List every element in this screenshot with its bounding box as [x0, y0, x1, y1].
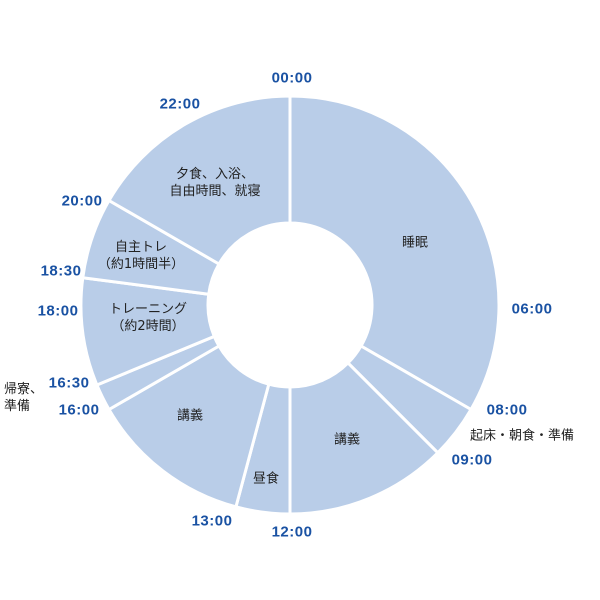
- tick-label: 13:00: [191, 512, 233, 530]
- tick-label: 18:30: [40, 262, 82, 280]
- segment-label-training: トレーニング （約2時間）: [109, 301, 187, 335]
- tick-label: 09:00: [451, 451, 493, 469]
- label-line: （約1時間半）: [97, 257, 185, 272]
- segment-label-self-training: 自主トレ （約1時間半）: [98, 239, 184, 273]
- segment-label-return: 帰寮、準備: [4, 382, 44, 414]
- segment-label-sleep: 睡眠: [401, 235, 429, 251]
- segment-label-evening: 夕食、入浴、 自由時間、就寝: [169, 166, 260, 200]
- tick-label: 16:00: [58, 401, 100, 419]
- segment-label-lecture: 講義: [176, 408, 204, 424]
- donut-segment-8: [106, 94, 292, 267]
- donut-segment-0: [288, 94, 501, 412]
- tick-label: 12:00: [271, 523, 313, 541]
- donut-segment-4: [106, 343, 271, 509]
- tick-label: 20:00: [61, 192, 103, 210]
- label-line: 夕食、入浴、: [175, 167, 255, 182]
- label-line: トレーニング: [108, 302, 188, 317]
- segment-label-lunch: 昼食: [252, 471, 280, 487]
- tick-label: 08:00: [486, 401, 528, 419]
- label-line: 自由時間、就寝: [169, 184, 261, 199]
- tick-label: 18:00: [37, 302, 79, 320]
- tick-label: 06:00: [511, 300, 553, 318]
- segment-label-wake: 起床・朝食・準備: [469, 428, 575, 444]
- tick-label: 22:00: [159, 95, 201, 113]
- segment-label-lecture: 講義: [333, 432, 361, 448]
- label-line: （約2時間）: [111, 319, 185, 334]
- label-line: 自主トレ: [114, 240, 167, 255]
- donut-segment-2: [288, 360, 440, 516]
- tick-label: 16:30: [48, 374, 90, 392]
- tick-label: 00:00: [271, 69, 313, 87]
